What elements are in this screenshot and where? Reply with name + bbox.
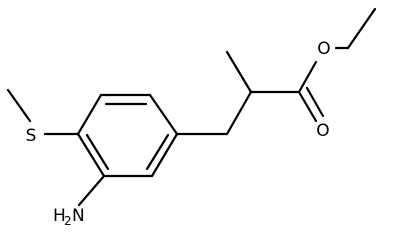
- c-o-double-bond-b: [305, 86, 325, 118]
- structure-canvas: S O O H 2 N: [6, 7, 377, 228]
- ring-double-bond-right: [145, 133, 170, 171]
- s-methyl-bond: [6, 88, 32, 123]
- ch2-ch-bond: [225, 90, 253, 136]
- ring-bond-2: [150, 132, 179, 178]
- amine-n-label: N: [72, 206, 85, 226]
- ring-bond-4: [76, 132, 106, 178]
- ring-bond-1: [148, 93, 179, 136]
- carbonyl-oxygen-label: O: [316, 121, 329, 141]
- c-o-double-bond-a: [297, 90, 318, 123]
- sulfur-label: S: [26, 126, 37, 146]
- amine-h-count-label: 2: [64, 214, 72, 228]
- amine-h-label: H: [53, 206, 66, 226]
- ch-methyl-bond: [225, 50, 253, 94]
- c-o-single-bond: [297, 60, 318, 94]
- ring-bond-5: [76, 93, 103, 136]
- ethyl-bond: [346, 7, 377, 50]
- c-n-bond: [77, 174, 106, 207]
- ester-oxygen-label: O: [317, 39, 330, 59]
- ring-double-bond-left: [85, 133, 110, 171]
- molecule-structure: S O O H 2 N: [6, 7, 377, 228]
